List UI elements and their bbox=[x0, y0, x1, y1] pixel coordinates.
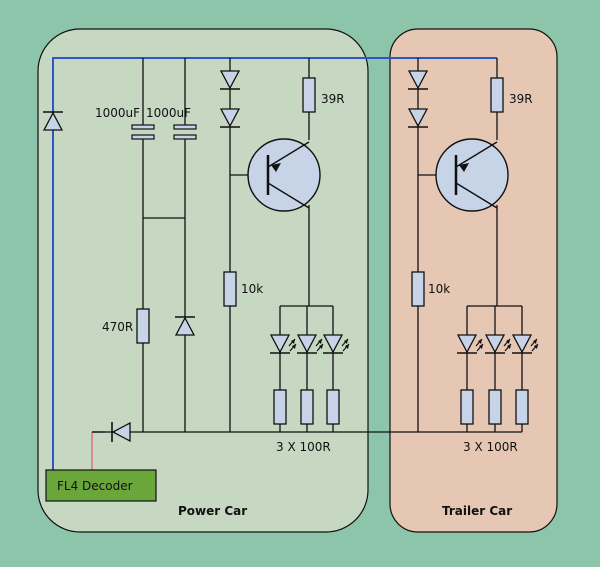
resistor-power-39r-label: 39R bbox=[321, 92, 345, 106]
supply-wire bbox=[52, 57, 497, 470]
return-diode-icon bbox=[111, 421, 131, 443]
resistor-power-10k-icon bbox=[223, 271, 237, 307]
trailer-transistor-icon bbox=[435, 138, 509, 212]
capacitor-1-label: 1000uF bbox=[95, 106, 140, 120]
power-100r-1-icon bbox=[273, 389, 287, 425]
trailer-led-resistors-label: 3 X 100R bbox=[463, 440, 518, 454]
trailer-100r-3-icon bbox=[515, 389, 529, 425]
capacitor-1-icon bbox=[131, 124, 155, 140]
power-car-label: Power Car bbox=[178, 504, 247, 518]
resistor-trailer-39r-label: 39R bbox=[509, 92, 533, 106]
resistor-470-label: 470R bbox=[102, 320, 133, 334]
capacitor-2-icon bbox=[173, 124, 197, 140]
trailer-car-label: Trailer Car bbox=[442, 504, 512, 518]
power-transistor-icon bbox=[247, 138, 321, 212]
resistor-trailer-39r-icon bbox=[490, 77, 504, 113]
resistor-470-icon bbox=[136, 308, 150, 344]
resistor-trailer-10k-label: 10k bbox=[428, 282, 450, 296]
power-100r-2-icon bbox=[300, 389, 314, 425]
trailer-100r-1-icon bbox=[460, 389, 474, 425]
power-100r-3-icon bbox=[326, 389, 340, 425]
trailer-car-panel bbox=[389, 28, 558, 533]
resistor-power-10k-label: 10k bbox=[241, 282, 263, 296]
power-car-panel bbox=[37, 28, 369, 533]
trailer-100r-2-icon bbox=[488, 389, 502, 425]
fl4-decoder-box bbox=[45, 469, 157, 502]
power-led-resistors-label: 3 X 100R bbox=[276, 440, 331, 454]
capacitor-2-label: 1000uF bbox=[146, 106, 191, 120]
resistor-power-39r-icon bbox=[302, 77, 316, 113]
resistor-trailer-10k-icon bbox=[411, 271, 425, 307]
fl4-decoder-label: FL4 Decoder bbox=[57, 479, 133, 493]
